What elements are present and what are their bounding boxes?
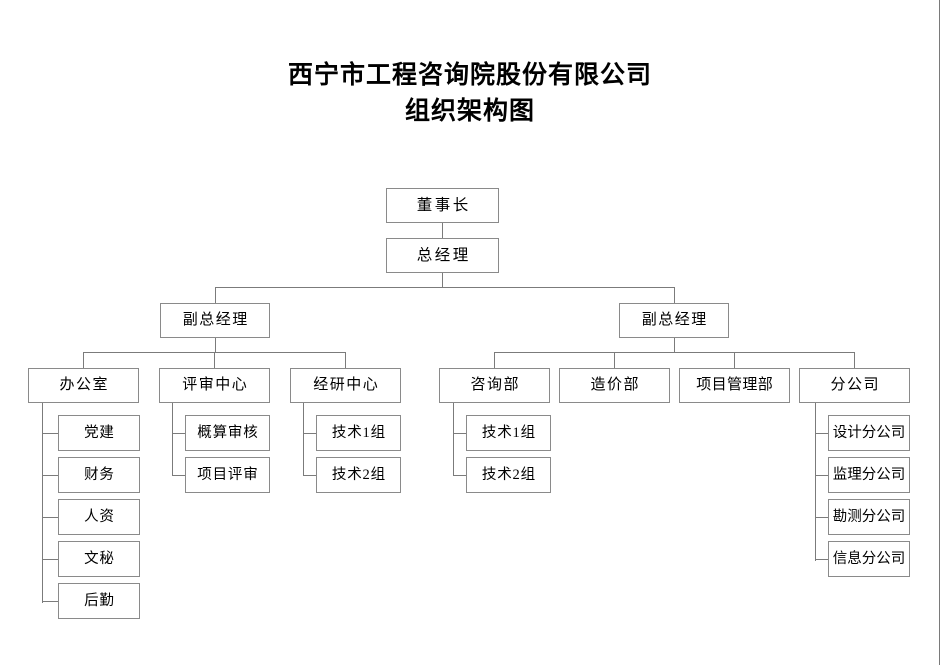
connector-deputy-right-stem (674, 338, 675, 352)
node-office[interactable]: 办公室 (28, 368, 139, 403)
connector-to-project-mgmt-dept (734, 352, 735, 368)
connector-deputy-left-stem (215, 338, 216, 352)
node-branch-company[interactable]: 分公司 (799, 368, 910, 403)
node-deputy-general-manager-left[interactable]: 副总经理 (160, 303, 270, 338)
node-consulting-child-tech-group-2[interactable]: 技术2组 (466, 457, 551, 493)
connector-to-consulting-dept (494, 352, 495, 368)
node-consulting-child-tech-group-1[interactable]: 技术1组 (466, 415, 551, 451)
connector-review-trunk (172, 403, 173, 475)
connector-office-trunk (42, 403, 43, 603)
connector-gm-stem (442, 273, 443, 287)
node-research-center[interactable]: 经研中心 (290, 368, 401, 403)
connector-office-child-1 (42, 433, 59, 434)
node-deputy-general-manager-right[interactable]: 副总经理 (619, 303, 729, 338)
connector-to-cost-dept (614, 352, 615, 368)
connector-research-child-1 (303, 433, 317, 434)
connector-research-child-2 (303, 475, 317, 476)
node-review-child-project-review[interactable]: 项目评审 (185, 457, 270, 493)
connector-gm-to-deputy-left (215, 287, 216, 303)
connector-consulting-child-1 (453, 433, 467, 434)
node-general-manager[interactable]: 总经理 (386, 238, 499, 273)
node-office-child-secretarial[interactable]: 文秘 (58, 541, 140, 577)
connector-gm-to-deputy-right (674, 287, 675, 303)
connector-office-child-3 (42, 517, 59, 518)
connector-branch-child-1 (815, 433, 829, 434)
connector-office-child-5 (42, 601, 59, 602)
node-chairman[interactable]: 董事长 (386, 188, 499, 223)
connector-deputy-right-bus (494, 352, 855, 353)
page-title: 西宁市工程咨询院股份有限公司 组织架构图 (0, 58, 939, 129)
connector-branch-trunk (815, 403, 816, 561)
connector-to-office (83, 352, 84, 368)
node-branch-child-supervision[interactable]: 监理分公司 (828, 457, 910, 493)
title-line-company: 西宁市工程咨询院股份有限公司 (287, 62, 652, 89)
connector-to-research-center (345, 352, 346, 368)
node-cost-department[interactable]: 造价部 (559, 368, 670, 403)
connector-consulting-trunk (453, 403, 454, 475)
connector-research-trunk (303, 403, 304, 475)
title-line-subject: 组织架构图 (404, 97, 535, 125)
node-review-center[interactable]: 评审中心 (159, 368, 270, 403)
connector-to-review-center (214, 352, 215, 368)
connector-office-child-2 (42, 475, 59, 476)
connector-branch-child-4 (815, 559, 829, 560)
node-research-child-tech-group-1[interactable]: 技术1组 (316, 415, 401, 451)
node-research-child-tech-group-2[interactable]: 技术2组 (316, 457, 401, 493)
connector-to-branch-company (854, 352, 855, 368)
connector-consulting-child-2 (453, 475, 467, 476)
connector-review-child-1 (172, 433, 186, 434)
node-office-child-finance[interactable]: 财务 (58, 457, 140, 493)
connector-branch-child-2 (815, 475, 829, 476)
node-office-child-human-resources[interactable]: 人资 (58, 499, 140, 535)
connector-office-child-4 (42, 559, 59, 560)
connector-review-child-2 (172, 475, 186, 476)
node-review-child-budget-audit[interactable]: 概算审核 (185, 415, 270, 451)
node-consulting-department[interactable]: 咨询部 (439, 368, 550, 403)
connector-branch-child-3 (815, 517, 829, 518)
node-project-management-department[interactable]: 项目管理部 (679, 368, 790, 403)
node-branch-child-design[interactable]: 设计分公司 (828, 415, 910, 451)
node-branch-child-survey[interactable]: 勘测分公司 (828, 499, 910, 535)
node-office-child-logistics[interactable]: 后勤 (58, 583, 140, 619)
connector-chairman-to-gm (442, 223, 443, 238)
node-branch-child-information[interactable]: 信息分公司 (828, 541, 910, 577)
connector-gm-bus (215, 287, 675, 288)
node-office-child-party-building[interactable]: 党建 (58, 415, 140, 451)
